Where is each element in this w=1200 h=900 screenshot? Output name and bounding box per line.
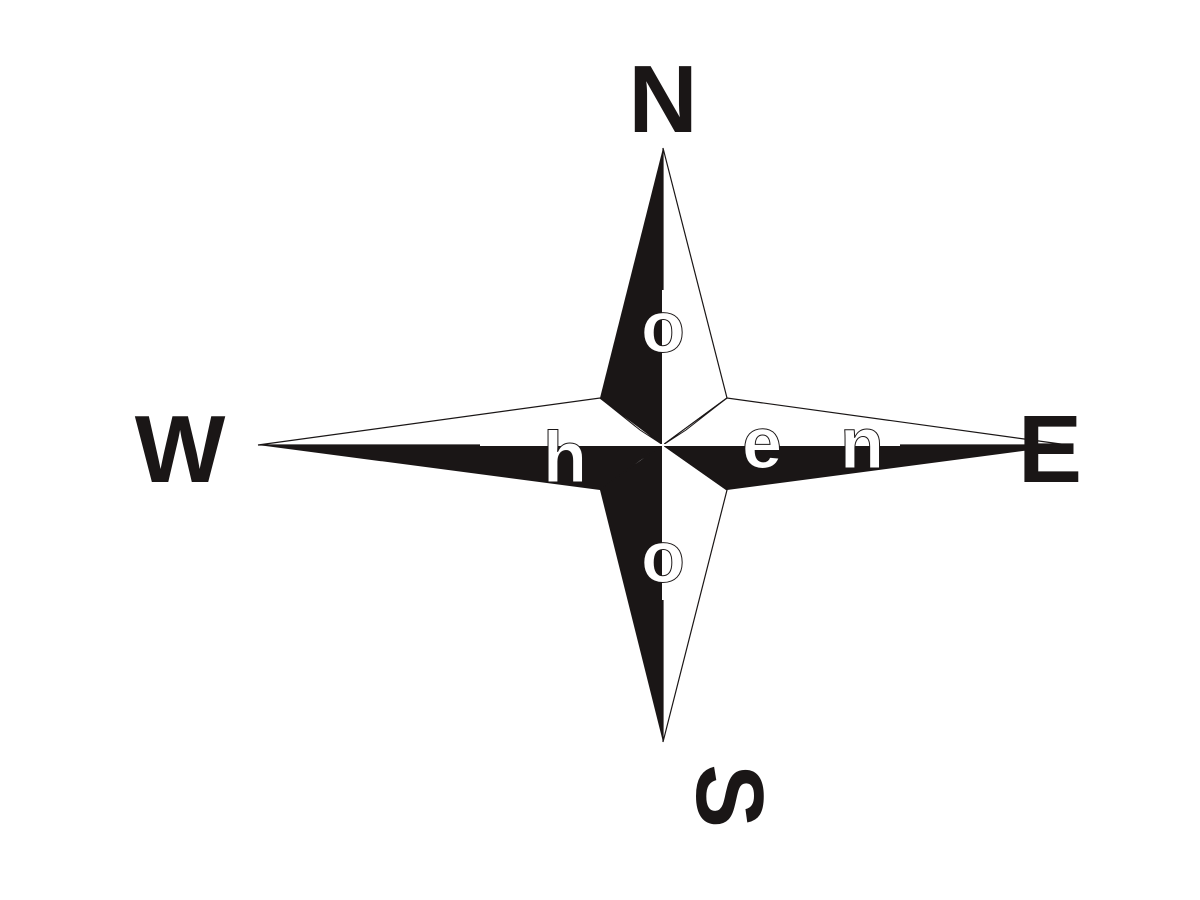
east-arm-dark-half <box>663 445 1068 490</box>
center-facet-nw <box>599 397 664 446</box>
east-arm-letter-e: e <box>742 404 782 484</box>
east-arm <box>661 397 1069 490</box>
center-facet-ne <box>662 397 728 446</box>
center-facet-se <box>662 444 728 491</box>
center-star <box>480 290 900 600</box>
south-label: S <box>676 764 783 828</box>
west-arm-light-half <box>257 397 665 446</box>
south-arm-letter: o <box>641 518 685 598</box>
north-label: N <box>628 46 697 153</box>
east-arm-letter-n: n <box>840 404 884 484</box>
north-arm-letter: o <box>641 288 685 368</box>
north-arm-dark-half <box>600 148 663 445</box>
west-arm-letter: h <box>543 418 587 498</box>
south-arm <box>600 443 728 743</box>
center-facet-sw <box>599 444 664 491</box>
west-arm-dark-half <box>258 445 663 490</box>
south-arm-dark-half <box>600 445 663 742</box>
west-label: W <box>135 396 226 503</box>
east-label: E <box>1018 396 1082 503</box>
west-arm <box>257 397 665 490</box>
